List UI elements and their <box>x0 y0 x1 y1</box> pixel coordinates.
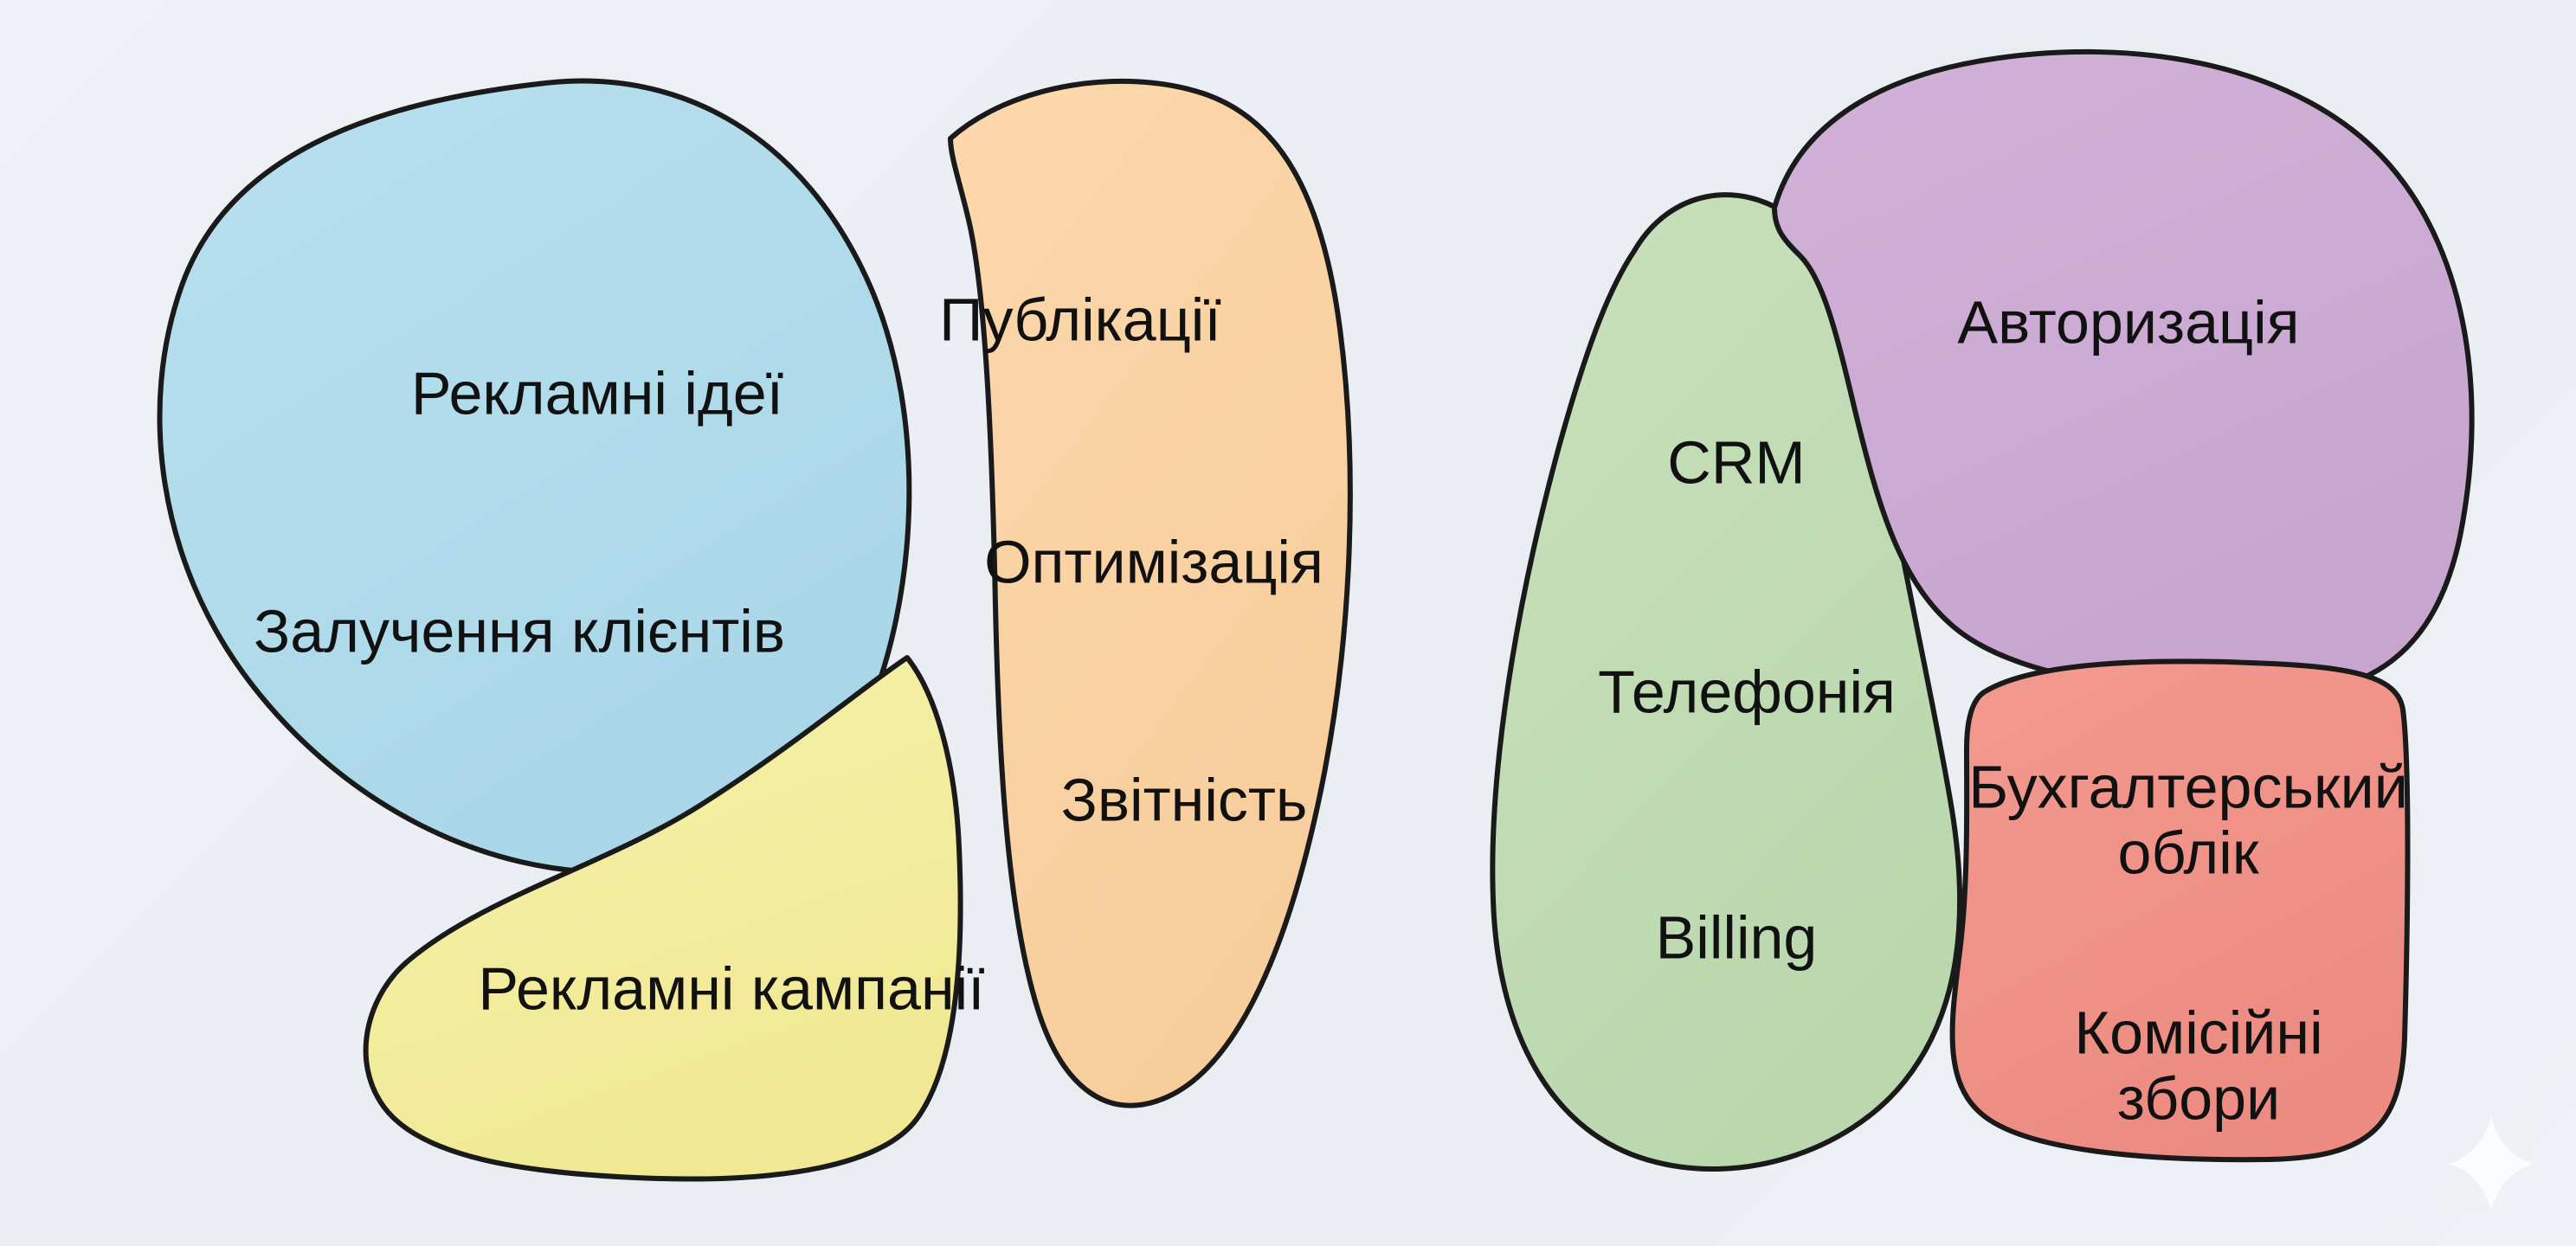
sparkle-icon <box>2444 1117 2538 1211</box>
accounting-blob[interactable] <box>1949 658 2411 1163</box>
advertising-campaigns-blob[interactable] <box>363 655 963 1182</box>
marketing-group <box>157 78 1353 1182</box>
decorations <box>2444 1117 2538 1211</box>
publications-blob[interactable] <box>948 78 1353 1108</box>
platform-group <box>1490 48 2475 1172</box>
authorization-blob[interactable] <box>1772 48 2475 699</box>
